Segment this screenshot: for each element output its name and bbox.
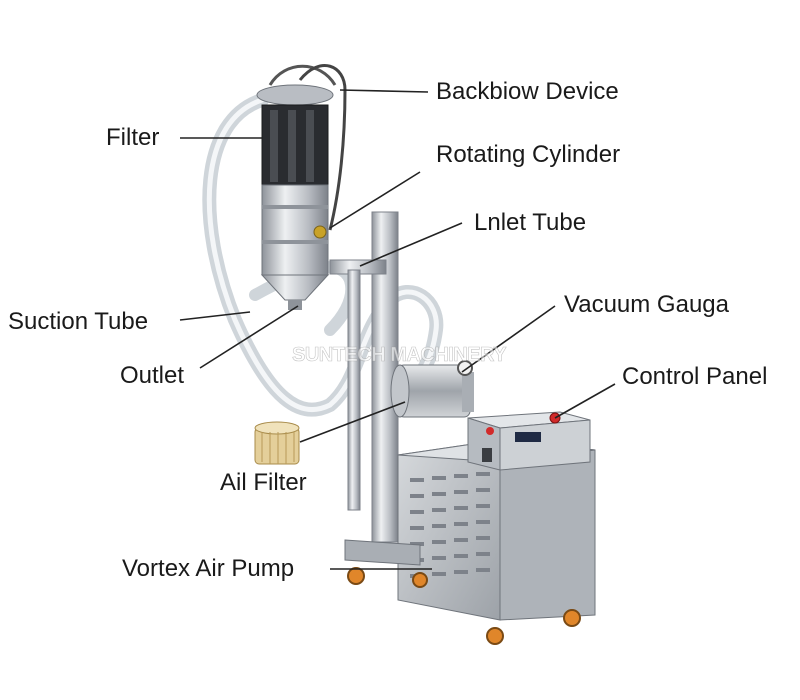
leader-inlet-tube	[359, 222, 463, 267]
leader-backblow	[339, 89, 429, 93]
leader-lines	[179, 89, 616, 570]
label-outlet: Outlet	[120, 362, 185, 389]
air-filter-cartridge	[254, 421, 300, 465]
label-backblow-device: Backbiow Device	[436, 78, 619, 105]
label-control-panel: Control Panel	[622, 363, 768, 390]
leader-outlet	[199, 305, 299, 369]
control-box	[467, 411, 591, 471]
label-suction-tube: Suction Tube	[8, 308, 149, 335]
hopper	[256, 84, 334, 310]
leader-vacuum-gauge	[461, 305, 556, 373]
label-inlet-tube: Lnlet Tube	[474, 209, 587, 236]
label-filter: Filter	[106, 124, 160, 151]
leader-rotating-cylinder	[329, 171, 421, 229]
label-vortex-air-pump: Vortex Air Pump	[122, 555, 295, 582]
label-vacuum-gauge: Vacuum Gauga	[564, 291, 729, 318]
label-rotating-cylinder: Rotating Cylinder	[436, 141, 621, 168]
leader-control-panel	[554, 383, 616, 419]
leader-suction-tube	[179, 311, 251, 321]
wheels	[347, 567, 581, 645]
leader-air-filter	[299, 401, 406, 443]
cyclone-drum	[390, 360, 474, 418]
base-frame	[344, 539, 421, 566]
watermark: SUNTECH MACHINERY	[292, 344, 507, 367]
label-air-filter: Ail Filter	[220, 469, 307, 496]
